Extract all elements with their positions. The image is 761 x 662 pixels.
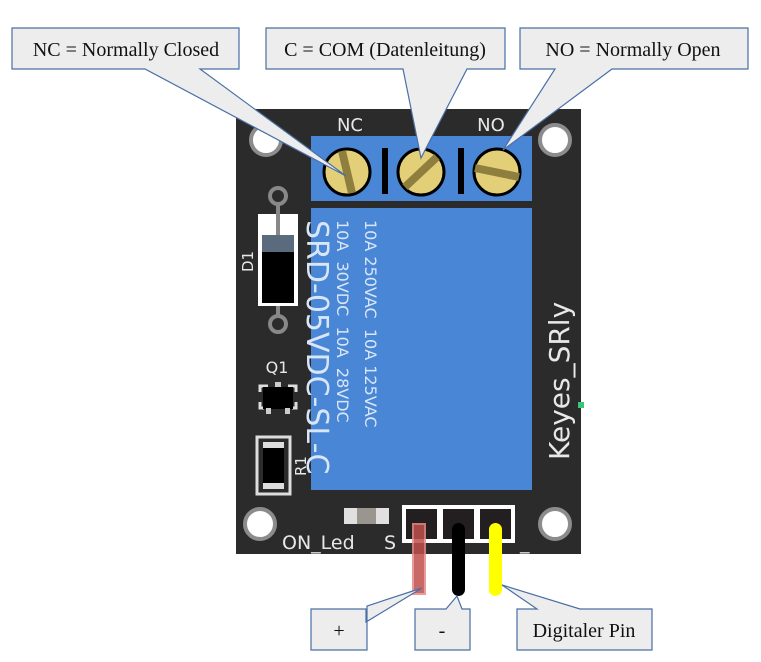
callout-plus-text: +	[333, 620, 344, 642]
terminal-divider	[382, 148, 388, 194]
terminal-label-nc: NC	[337, 115, 363, 136]
relay-body	[311, 208, 532, 490]
callout-nc: NC = Normally Closed	[11, 27, 347, 177]
label-d1: D1	[239, 251, 257, 272]
mounting-hole-bottom-right	[538, 507, 572, 541]
callout-plus: +	[310, 587, 423, 651]
wire-minus[interactable]	[452, 523, 465, 596]
relay-rating-dc: 10A 30VDC 10A 28VDC	[333, 220, 352, 423]
module-name: Keyes_SRly	[543, 302, 576, 460]
relay-model: SRD-05VDC-SL-C	[299, 220, 334, 474]
selection-handle	[578, 402, 584, 408]
callout-com-text: C = COM (Datenleitung)	[284, 39, 486, 61]
transistor-q1	[258, 382, 298, 414]
on-led	[344, 508, 389, 524]
screw-no[interactable]	[472, 147, 522, 197]
callout-no: NO = Normally Open	[502, 27, 749, 151]
resistor-r1	[255, 435, 292, 496]
terminal-divider	[458, 148, 464, 194]
mounting-hole-bottom-left	[243, 507, 277, 541]
callout-minus: -	[414, 594, 471, 651]
relay-rating-ac: 10A 250VAC 10A 125VAC	[361, 220, 380, 428]
screw-nc[interactable]	[322, 147, 372, 197]
terminal-label-no: NO	[477, 115, 505, 136]
callout-nc-text: NC = Normally Closed	[33, 39, 219, 61]
callout-no-text: NO = Normally Open	[545, 39, 720, 61]
wire-signal[interactable]	[489, 523, 502, 596]
label-r1: R1	[292, 456, 310, 476]
label-signal: S	[384, 532, 396, 554]
callout-digital-text: Digitaler Pin	[533, 620, 636, 642]
wire-plus[interactable]	[412, 523, 426, 595]
label-on-led: ON_Led	[282, 532, 355, 554]
label-ground: _	[519, 532, 530, 554]
callout-digital: Digitaler Pin	[501, 584, 653, 651]
mounting-hole-top-right	[538, 123, 572, 157]
diode-d1	[258, 186, 298, 334]
callout-minus-text: -	[439, 620, 446, 642]
callout-com: C = COM (Datenleitung)	[265, 27, 506, 160]
label-q1: Q1	[266, 358, 289, 377]
relay-labels: 10A 250VAC 10A 125VAC 10A 30VDC 10A 28VD…	[299, 220, 380, 474]
